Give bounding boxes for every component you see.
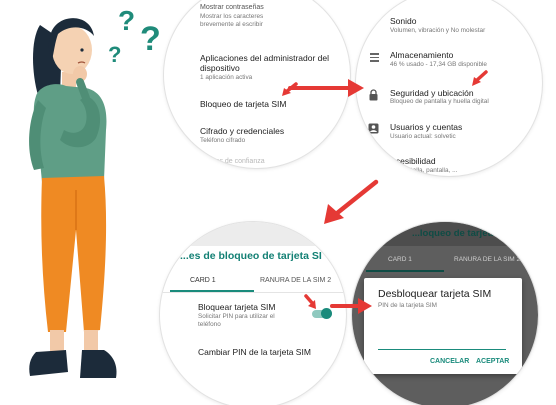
change-sim-pin-item[interactable]: Cambiar PIN de la tarjeta SIM	[198, 347, 311, 357]
cancel-button[interactable]: CANCELAR	[430, 358, 470, 365]
accept-button[interactable]: ACEPTAR	[476, 358, 510, 365]
tab-sim-slot-2[interactable]: RANURA DE LA SIM 2	[260, 277, 332, 284]
sim-lock-item[interactable]: Bloqueo de tarjeta SIM	[200, 99, 287, 109]
device-admin-title-l1[interactable]: Aplicaciones del administrador del	[200, 53, 329, 63]
device-admin-sub: 1 aplicación activa	[200, 74, 253, 81]
storage-icon	[370, 53, 379, 62]
security-location-sub: Bloqueo de pantalla y huella digital	[390, 98, 489, 105]
lock-sim-title[interactable]: Bloquear tarjeta SIM	[198, 302, 276, 312]
page-title: ...es de bloqueo de tarjeta SI	[180, 250, 322, 262]
show-passwords-title[interactable]: Mostrar contraseñas	[200, 4, 264, 11]
pin-input[interactable]	[378, 330, 506, 350]
encryption-credentials-item[interactable]: Cifrado y credenciales	[200, 126, 285, 136]
red-arrow-icon	[324, 179, 379, 224]
svg-text:?: ?	[140, 20, 161, 58]
users-accounts-title[interactable]: Usuarios y cuentas	[390, 122, 463, 132]
device-admin-title-l2[interactable]: dispositivo	[200, 63, 240, 73]
red-arrow-icon	[288, 79, 364, 97]
trust-agents-item[interactable]: ...entes de confianza	[200, 158, 265, 165]
lock-icon	[369, 89, 378, 101]
show-passwords-sub: Mostrar los caracteres	[200, 13, 264, 20]
thinking-woman-illustration: ? ? ?	[29, 5, 161, 378]
account-icon	[368, 123, 379, 134]
bg-tab-sim-2: RANURA DE LA SIM 2	[454, 256, 521, 263]
main-settings-screen: Sonido Volumen, vibración y No molestar …	[356, 0, 542, 176]
unlock-sim-dialog-screen: ...loqueo de tarjeta SI CARD 1 RANURA DE…	[352, 222, 538, 405]
dialog-title: Desbloquear tarjeta SIM	[378, 288, 492, 300]
svg-text:?: ?	[118, 5, 135, 36]
encryption-sub: Teléfono cifrado	[200, 137, 246, 144]
security-location-item[interactable]: Seguridad y ubicación	[390, 88, 474, 98]
show-passwords-sub2: brevemente al escribir	[200, 21, 263, 28]
pointer-arrow-icon	[472, 70, 488, 86]
sim-lock-settings-screen: ...es de bloqueo de tarjeta SI CARD 1 RA…	[160, 222, 346, 405]
storage-sub: 46 % usado - 17,34 GB disponible	[390, 61, 487, 68]
dialog-pin-label: PIN de la tarjeta SIM	[378, 302, 437, 309]
pointer-arrow-icon	[304, 294, 316, 309]
storage-title[interactable]: Almacenamiento	[390, 50, 454, 60]
question-mark-icon: ? ? ?	[108, 5, 161, 67]
lock-sim-toggle[interactable]	[312, 308, 332, 319]
red-arrow-icon	[330, 298, 372, 314]
bg-tab-card-1: CARD 1	[388, 256, 412, 263]
lock-sim-sub2: teléfono	[198, 321, 221, 328]
lock-sim-sub1: Solicitar PIN para utilizar el	[198, 313, 275, 320]
unlock-sim-dialog	[364, 278, 522, 374]
tab-card-1[interactable]: CARD 1	[190, 277, 216, 284]
sound-title[interactable]: Sonido	[390, 16, 417, 26]
tab-indicator	[170, 290, 254, 292]
sound-sub: Volumen, vibración y No molestar	[390, 27, 486, 34]
svg-text:?: ?	[108, 42, 121, 67]
accessibility-sub: ...de pantalla, pantalla, ...	[386, 167, 458, 174]
accessibility-title[interactable]: Accesibilidad	[386, 156, 436, 166]
users-accounts-sub: Usuario actual: solvetic	[390, 133, 456, 140]
background-header: ...loqueo de tarjeta SI	[412, 228, 508, 239]
